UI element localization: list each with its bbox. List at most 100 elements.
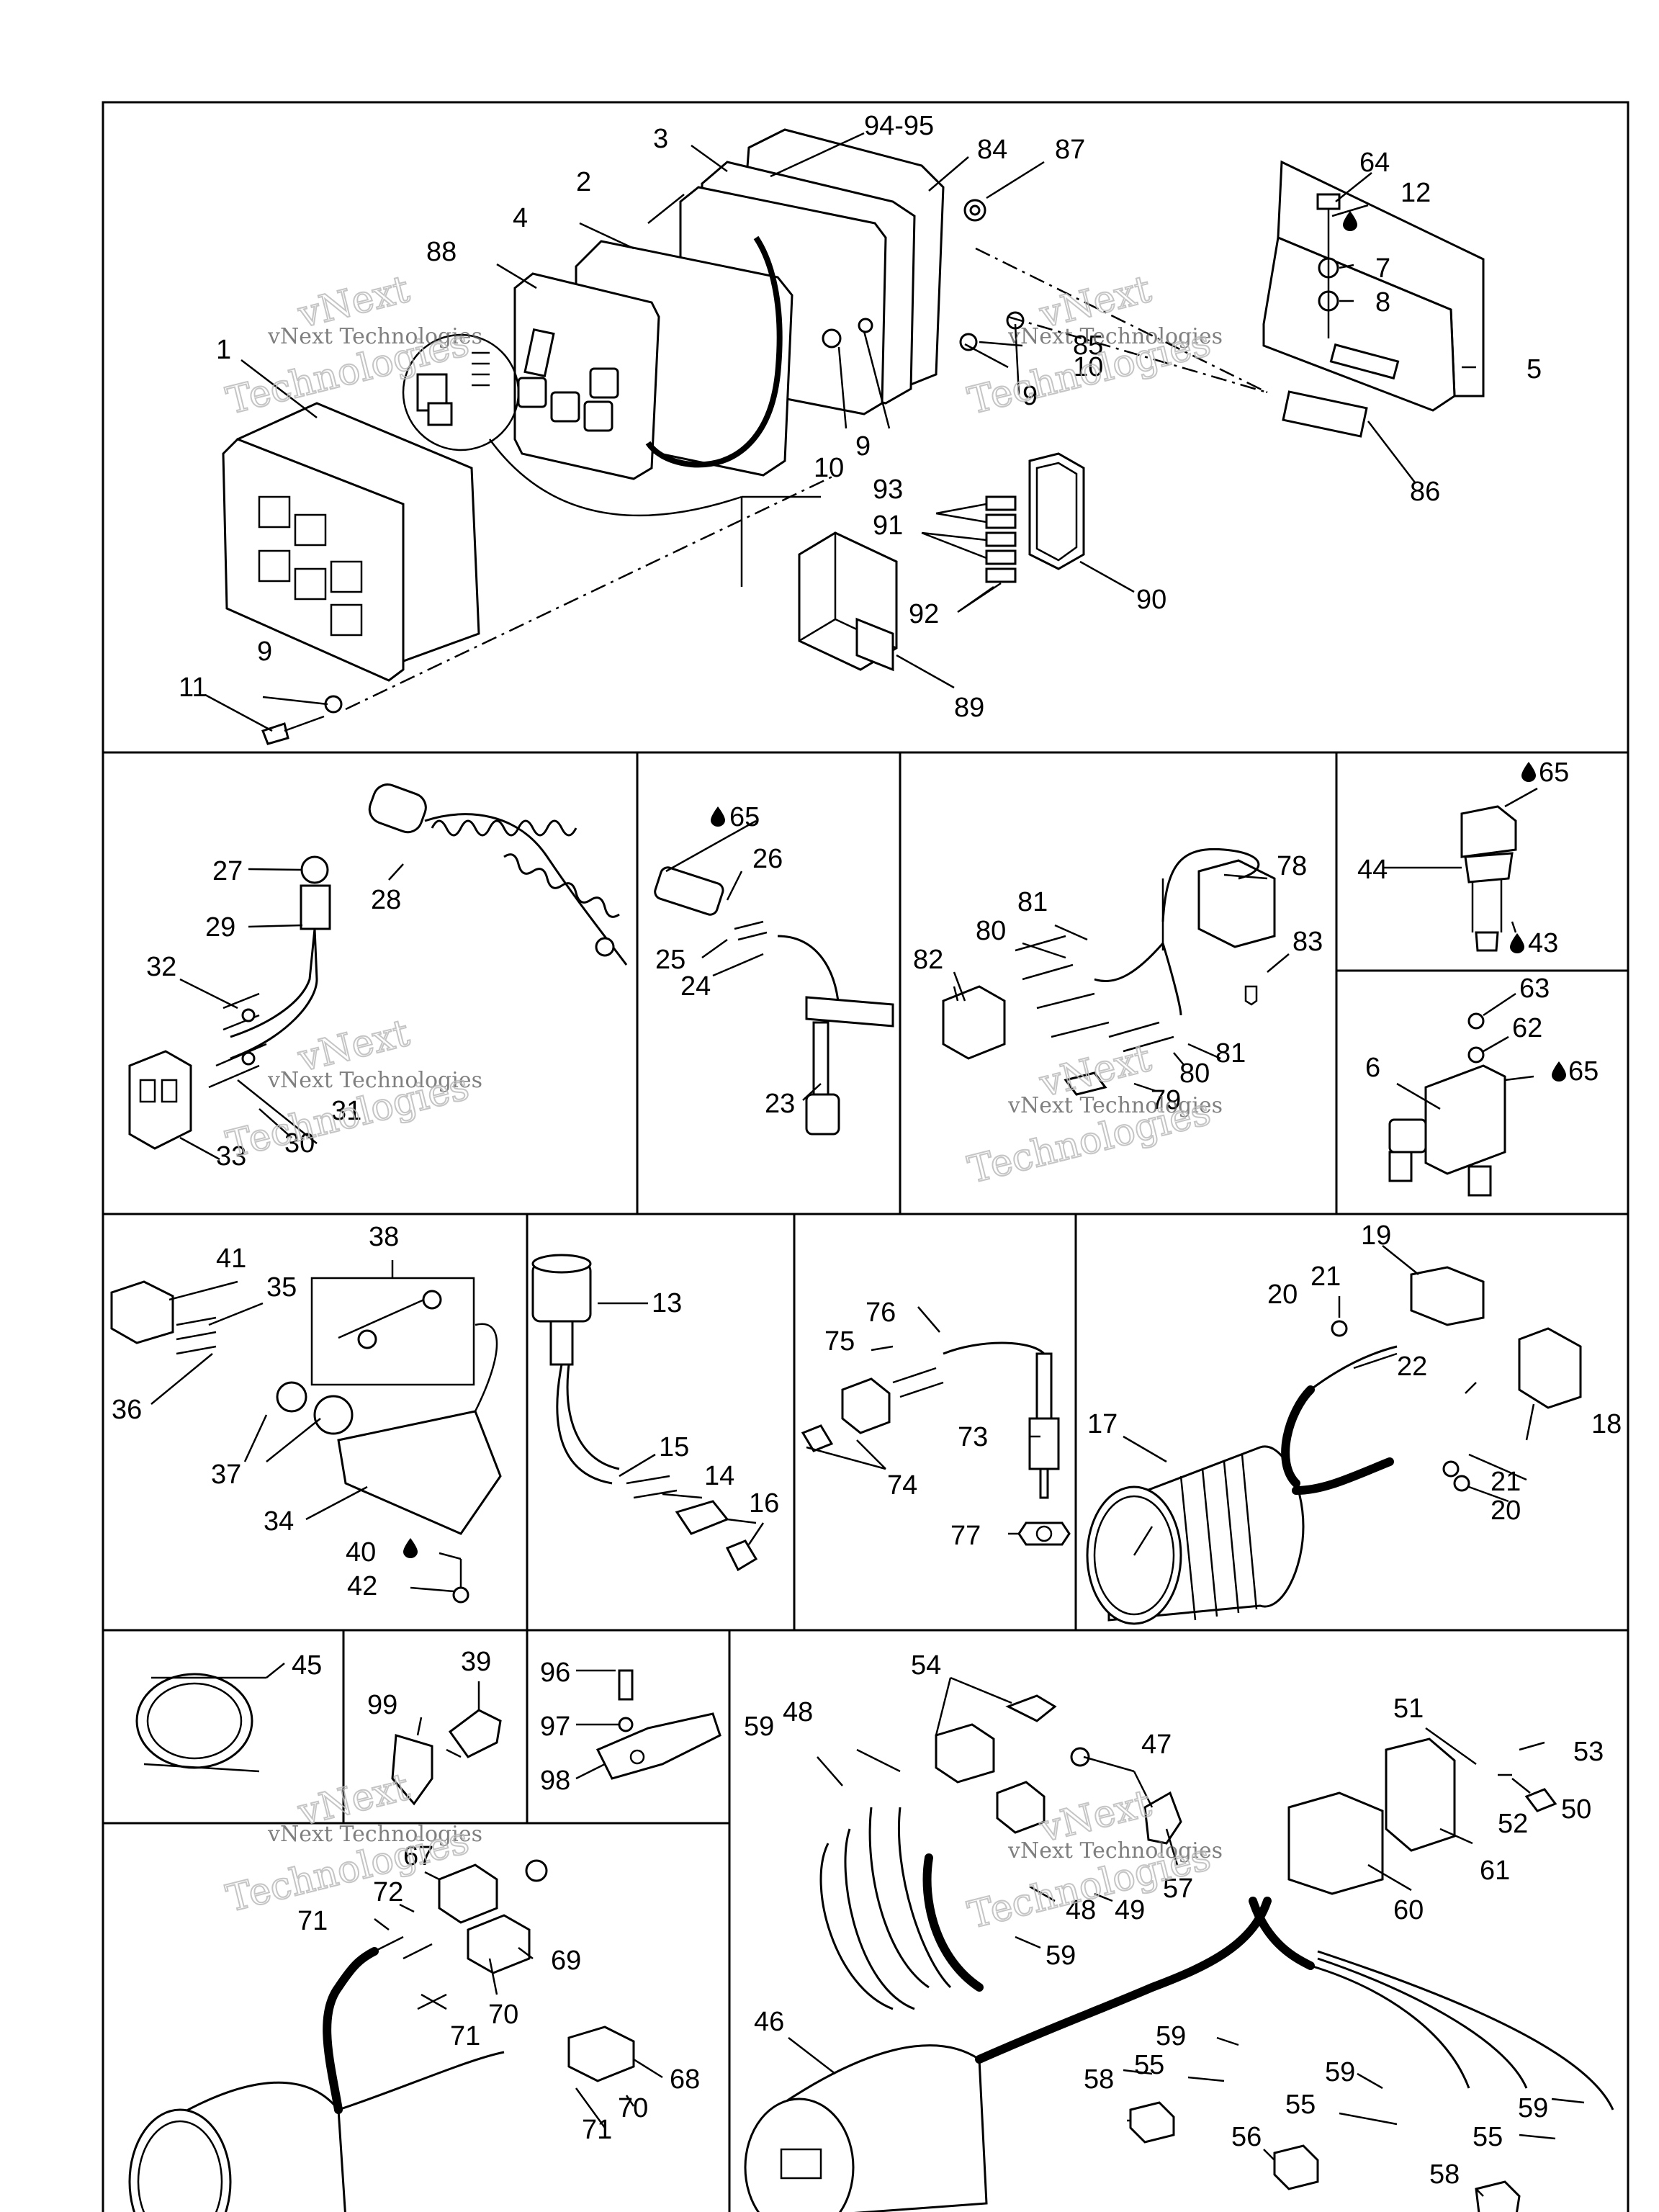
callout-30: 30 (284, 1128, 315, 1159)
callout-15: 15 (659, 1432, 689, 1462)
module-assembly (222, 128, 1485, 745)
leader-lines (150, 132, 1585, 2197)
callout-57: 57 (1163, 1874, 1193, 1904)
ring-45 (135, 1673, 266, 1773)
callout-50: 50 (1561, 1794, 1591, 1825)
callout-4: 4 (513, 203, 528, 233)
callout-81a: 81 (1017, 887, 1048, 917)
callout-9b: 9 (855, 431, 871, 462)
callout-76: 76 (866, 1298, 896, 1328)
callout-labels: 1 2 3 4 88 94-95 84 87 64 12 7 8 5 85 10… (112, 111, 1622, 2190)
callout-9a: 9 (1022, 381, 1038, 411)
fuel-sensor-assembly (654, 866, 894, 1136)
callout-80a: 80 (976, 916, 1006, 946)
callout-47: 47 (1141, 1730, 1172, 1760)
sensor-assembly-73 (801, 1341, 1071, 1546)
callout-97: 97 (540, 1712, 570, 1742)
callout-27: 27 (212, 856, 243, 886)
callout-8: 8 (1375, 287, 1390, 318)
callout-62: 62 (1512, 1013, 1542, 1043)
cap-and-connector (391, 1709, 502, 1806)
callout-36: 36 (112, 1395, 142, 1425)
callout-13: 13 (652, 1288, 682, 1318)
gauge-assembly-67 (128, 1859, 635, 2212)
callout-85: 85 (1073, 331, 1103, 361)
watermark-text: vNext Technologies (267, 1822, 482, 1847)
callout-48a: 48 (783, 1697, 813, 1727)
callout-17: 17 (1087, 1409, 1118, 1439)
solenoid-valve-6 (1388, 1012, 1506, 1197)
callout-90: 90 (1136, 585, 1166, 615)
callout-35: 35 (266, 1272, 297, 1303)
callout-26: 26 (752, 844, 783, 874)
callout-10a: 10 (1073, 352, 1103, 382)
callout-20a: 20 (1267, 1280, 1298, 1310)
callout-98: 98 (540, 1766, 570, 1796)
callout-31: 31 (331, 1096, 361, 1126)
callout-58b: 58 (1429, 2159, 1460, 2190)
callout-23: 23 (765, 1089, 795, 1119)
callout-86: 86 (1410, 477, 1440, 507)
callout-71a: 71 (297, 1906, 328, 1936)
callout-79: 79 (1151, 1085, 1181, 1115)
watermark-text: vNext Technologies (267, 1068, 482, 1093)
callout-65a: 65 (729, 802, 760, 832)
callout-71b: 71 (450, 2021, 480, 2051)
callout-80b: 80 (1179, 1058, 1210, 1089)
callout-7: 7 (1375, 253, 1390, 284)
callout-22: 22 (1397, 1352, 1427, 1382)
callout-93: 93 (873, 475, 903, 505)
callout-19: 19 (1361, 1220, 1391, 1251)
switch-assembly-34 (110, 1277, 502, 1604)
callout-3: 3 (653, 124, 668, 154)
callout-9c: 9 (257, 637, 272, 667)
callout-88: 88 (426, 237, 457, 267)
callout-55a: 55 (1134, 2050, 1164, 2080)
callout-55c: 55 (1473, 2122, 1503, 2152)
callout-65b: 65 (1539, 757, 1569, 788)
callout-5: 5 (1527, 354, 1542, 385)
callout-78: 78 (1277, 851, 1307, 881)
callout-39: 39 (461, 1647, 491, 1677)
callout-11: 11 (179, 673, 207, 703)
callout-67: 67 (403, 1841, 433, 1871)
callout-82: 82 (913, 945, 943, 975)
callout-49: 49 (1115, 1895, 1145, 1925)
gauge-assembly-46 (744, 1694, 1614, 2212)
callout-81b: 81 (1215, 1038, 1246, 1069)
callout-12: 12 (1401, 178, 1431, 208)
callout-18: 18 (1591, 1409, 1622, 1439)
callout-46: 46 (754, 2007, 784, 2037)
callout-87: 87 (1055, 135, 1085, 165)
callout-29: 29 (205, 912, 235, 943)
callout-21b: 21 (1491, 1467, 1521, 1497)
bracket-96-98 (595, 1669, 721, 1780)
temp-sensor-44 (1460, 805, 1517, 952)
callout-24: 24 (680, 971, 711, 1002)
callout-59d: 59 (1325, 2057, 1355, 2087)
callout-1: 1 (216, 335, 231, 365)
watermark-text: vNext Technologies (1007, 324, 1223, 349)
callout-43: 43 (1528, 928, 1558, 958)
callout-53: 53 (1573, 1737, 1604, 1767)
callout-73: 73 (958, 1422, 988, 1452)
callout-59c: 59 (1156, 2021, 1186, 2051)
callout-16: 16 (749, 1488, 779, 1519)
callout-68: 68 (670, 2064, 700, 2095)
callout-38: 38 (369, 1222, 399, 1252)
watermark-text: vNext Technologies (267, 324, 482, 349)
callout-55b: 55 (1285, 2090, 1316, 2120)
callout-42: 42 (347, 1571, 377, 1601)
callout-2: 2 (576, 167, 591, 197)
callout-6: 6 (1365, 1053, 1380, 1083)
callout-71c: 71 (582, 2115, 612, 2145)
callout-56: 56 (1231, 2122, 1262, 2152)
lanyard-switch (128, 783, 628, 1150)
callout-59e: 59 (1518, 2093, 1548, 2123)
callout-37: 37 (211, 1460, 241, 1490)
callout-63: 63 (1519, 974, 1550, 1004)
callout-94-95: 94-95 (864, 111, 934, 141)
callout-54: 54 (911, 1650, 941, 1681)
callout-96: 96 (540, 1658, 570, 1688)
